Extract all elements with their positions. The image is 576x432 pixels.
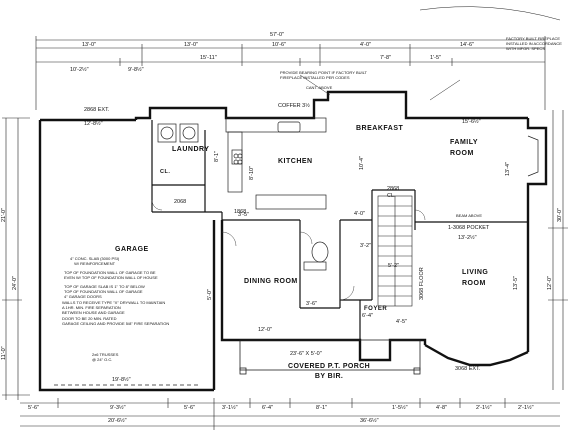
garage-depth-label: 12'-8½"	[84, 121, 103, 127]
living-height-label: 13'-5"	[513, 275, 519, 290]
dim-bottom-9: 2'-1½"	[476, 405, 492, 411]
dim-top-r2c: 15'-11"	[200, 55, 217, 61]
dim-d6: 3'-6"	[306, 301, 317, 307]
dim-left-1: 21'-0"	[1, 207, 7, 222]
dim-top-r2d: 7'-8"	[380, 55, 391, 61]
dim-d1: 3'-5"	[238, 212, 249, 218]
pocket-door-label: 1-3068 POCKET	[448, 225, 490, 231]
living-room-label: LIVING ROOM	[462, 269, 489, 287]
coffer-label: COFFER 3½	[278, 103, 310, 109]
bottom-dimension-lines	[20, 398, 560, 430]
top-note: PROVIDE BEARING POINT IF FACTORY BUILT F…	[280, 70, 367, 81]
dim-bottom-3: 5'-6"	[184, 405, 195, 411]
dim-bottom-4: 3'-1½"	[222, 405, 238, 411]
family-room-label: FAMILY ROOM	[450, 139, 479, 157]
bay-3068-label: 3068 FLOOR	[419, 267, 425, 300]
dim-d5: 5'-0"	[207, 289, 213, 300]
porch-size-label: 23'-6" X 5'-0"	[290, 351, 322, 357]
garage-top-note: TOP OF FOUNDATION WALL OF GARAGE TO BE E…	[64, 270, 158, 281]
dim-top-3: 10'-6"	[272, 42, 287, 48]
dim-d7: 4'-5"	[396, 319, 407, 325]
garage-wall-note: WALLS TO RECEIVE TYPE "X" DRYWALL TO MAI…	[62, 300, 170, 326]
laundry-label: LAUNDRY	[172, 146, 210, 153]
dim-top-r2e: 1'-5"	[430, 55, 441, 61]
kitchen-height-label: 8'-10"	[249, 165, 255, 180]
living-width-label: 13'-2½"	[458, 235, 477, 241]
dim-overall-bottom: 36'-6½"	[360, 418, 379, 424]
dim-left-3: 11'-0"	[1, 346, 7, 360]
stairs	[377, 195, 413, 307]
ext-3068-label: 3068 EXT.	[455, 366, 481, 372]
dim-top-2: 13'-0"	[184, 42, 199, 48]
closet-2868-label: 2868 CL.	[387, 186, 400, 199]
dim-left-2: 24'-0"	[12, 275, 18, 290]
dim-bottom-10: 2'-1½"	[518, 405, 534, 411]
laundry-width-label: 8'-1"	[214, 151, 220, 162]
dim-bottom-1: 5'-6"	[28, 405, 39, 411]
dim-bottom-6: 8'-1"	[316, 405, 327, 411]
dim-top-5: 14'-6"	[460, 42, 475, 48]
kitchen-counters	[225, 117, 327, 210]
fireplace	[527, 135, 539, 177]
side-dimension-lines	[2, 110, 568, 400]
family-width-label: 15'-6½"	[462, 119, 481, 125]
porch	[239, 339, 421, 375]
breakfast-height-label: 10'-4"	[359, 155, 365, 170]
cantilever-note: CANT. ABOVE	[306, 85, 333, 90]
dining-room-label: DINING ROOM	[244, 278, 298, 285]
dim-overall-top: 57'-0"	[270, 32, 285, 38]
dim-garage-bottom: 20'-6½"	[108, 418, 127, 424]
dim-bottom-8: 4'-8"	[436, 405, 447, 411]
dim-d4: 5'-2"	[388, 263, 399, 269]
ext-door-label: 2868 EXT.	[84, 107, 110, 113]
garage-inner-label: 19'-8½"	[112, 377, 131, 383]
closet-label: CL.	[160, 169, 171, 175]
dim-bottom-7: 1'-5½"	[392, 405, 408, 411]
dining-width-label: 12'-0"	[258, 327, 273, 333]
door-1868-label: 1868	[234, 209, 247, 215]
garage-slab-note: 4" CONC. SLAB (3000 PSI) W/ REINFORCEMEN…	[70, 256, 120, 267]
dim-d2: 4'-0"	[354, 211, 365, 217]
dim-d3: 3'-2"	[360, 243, 371, 249]
powder-room-fixtures	[303, 241, 329, 271]
door-swings	[151, 199, 426, 301]
laundry-fixtures	[157, 123, 199, 143]
top-dimension-lines	[35, 36, 546, 110]
foyer-width-label: 6'-4"	[362, 313, 373, 319]
dim-top-4: 4'-0"	[360, 42, 371, 48]
kitchen-label: KITCHEN	[278, 158, 313, 165]
dim-right-2: 12'-0"	[547, 275, 553, 290]
trusses-note: 2x6 TRUSSES @ 24" O.C.	[92, 352, 119, 363]
dim-right-1: 30'-0"	[557, 207, 563, 222]
garage-label: GARAGE	[115, 246, 149, 253]
dim-top-r2b: 9'-8½"	[128, 67, 144, 73]
factory-fireplace-note: FACTORY BUILT FIREPLACE INSTALLED IN ACC…	[506, 36, 562, 52]
garage-slope-note: TOP OF GARAGE SLAB IS 1" TO 8" BELOW TOP…	[64, 284, 145, 300]
family-height-label: 13'-4"	[505, 161, 511, 176]
dim-top-r2a: 10'-2½"	[70, 67, 89, 73]
dim-bottom-2: 9'-3½"	[110, 405, 126, 411]
foyer-label: FOYER	[364, 306, 388, 312]
dim-bottom-5: 6'-4"	[262, 405, 273, 411]
porch-label: COVERED P.T. PORCH BY BIR.	[288, 363, 371, 380]
beam-above-note: BEAM ABOVE	[456, 213, 483, 218]
closet-2068-label: 2068	[174, 199, 187, 205]
note-leaders	[299, 6, 561, 101]
interior-walls	[151, 120, 528, 340]
breakfast-label: BREAKFAST	[356, 125, 404, 132]
dim-top-1: 13'-0"	[82, 42, 97, 48]
